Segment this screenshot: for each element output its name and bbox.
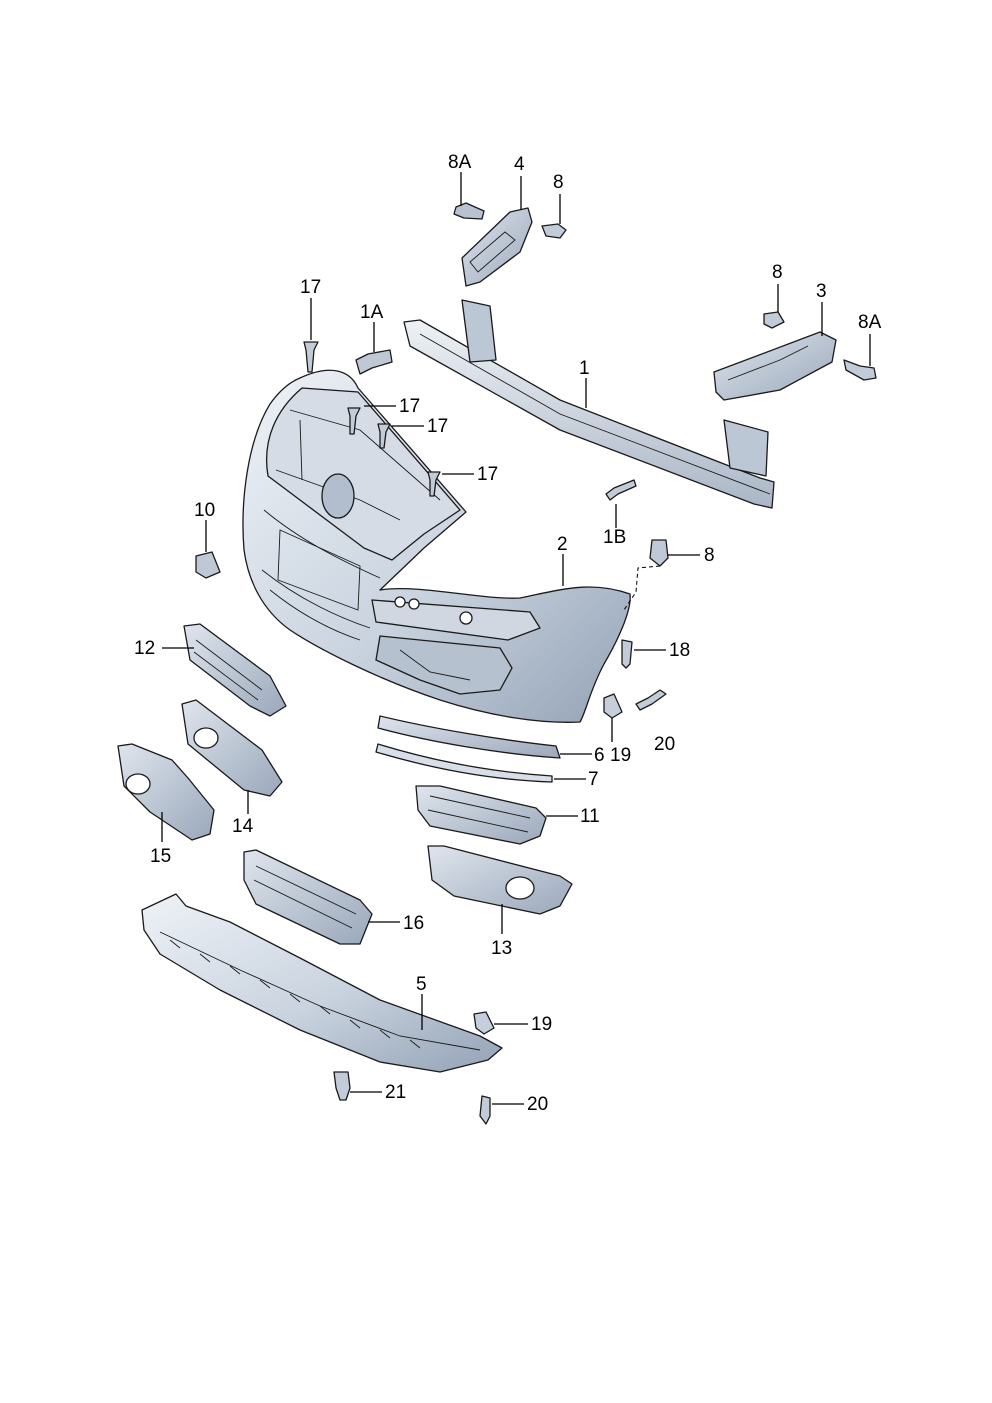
screw-20-lower xyxy=(479,1095,491,1125)
screw-17-b xyxy=(347,407,361,435)
bolt-8a-right xyxy=(843,359,877,381)
clip-21 xyxy=(333,1071,351,1101)
label-15: 15 xyxy=(150,846,171,867)
label-8-top: 8 xyxy=(553,172,564,193)
label-4: 4 xyxy=(514,154,525,175)
part-labels: 8A 4 8 17 1A 1 8 3 8A 17 17 17 1B 2 8 10… xyxy=(134,152,882,1115)
bolt-8-near-bracket-left xyxy=(541,223,567,239)
label-13: 13 xyxy=(491,938,512,959)
bolt-1b xyxy=(605,479,637,501)
clip-10 xyxy=(195,551,221,579)
screw-18 xyxy=(621,639,633,669)
label-19-right: 19 xyxy=(610,745,631,766)
label-11: 11 xyxy=(580,806,600,827)
impact-beam-part-1 xyxy=(403,299,775,509)
grille-part-13 xyxy=(427,845,573,915)
bolt-1a xyxy=(355,349,393,375)
bolt-8a-top xyxy=(453,202,485,220)
label-8a-top: 8A xyxy=(448,152,472,173)
label-5: 5 xyxy=(416,974,427,995)
screw-20-right xyxy=(635,689,667,711)
label-8a-right: 8A xyxy=(858,312,882,333)
label-18: 18 xyxy=(669,640,690,661)
screw-17-a xyxy=(303,341,319,373)
label-8-right: 8 xyxy=(772,262,783,283)
grille-part-14 xyxy=(181,699,283,797)
label-6: 6 xyxy=(594,745,605,766)
screw-17-d xyxy=(427,471,441,497)
label-1: 1 xyxy=(579,358,590,379)
bracket-19-right xyxy=(603,693,623,719)
label-19-lower: 19 xyxy=(531,1014,552,1035)
grille-part-15 xyxy=(117,743,215,841)
label-12: 12 xyxy=(134,638,155,659)
label-10: 10 xyxy=(194,500,215,521)
label-3: 3 xyxy=(816,281,827,302)
under-tray-part-5 xyxy=(141,893,503,1073)
grille-part-16 xyxy=(243,849,373,945)
leader-lines xyxy=(161,172,871,1105)
label-16: 16 xyxy=(403,913,424,934)
label-7: 7 xyxy=(588,769,599,790)
trim-strip-part-7 xyxy=(375,743,553,783)
label-14: 14 xyxy=(232,816,254,837)
label-17-b: 17 xyxy=(399,396,420,417)
screw-17-c xyxy=(377,423,391,449)
label-17-c: 17 xyxy=(427,416,448,437)
trim-strip-part-6 xyxy=(377,715,561,759)
label-8-clip: 8 xyxy=(704,545,715,566)
label-21: 21 xyxy=(385,1082,406,1103)
grille-part-12 xyxy=(183,623,287,717)
bracket-left-part-4 xyxy=(461,207,533,287)
label-20-right: 20 xyxy=(654,734,675,755)
bumper-cover-part-2 xyxy=(242,369,631,723)
grille-part-11 xyxy=(415,785,547,845)
label-17-top: 17 xyxy=(300,277,321,298)
label-1a: 1A xyxy=(360,302,384,323)
label-20-lower: 20 xyxy=(527,1094,548,1115)
label-2: 2 xyxy=(557,534,568,555)
bracket-right-part-3 xyxy=(713,331,837,401)
clip-8-upper-right xyxy=(649,539,669,567)
label-17-d: 17 xyxy=(477,464,498,485)
bolt-8-near-bracket-right xyxy=(763,311,785,329)
clip-19-lower xyxy=(473,1011,495,1035)
label-1b: 1B xyxy=(603,527,626,548)
